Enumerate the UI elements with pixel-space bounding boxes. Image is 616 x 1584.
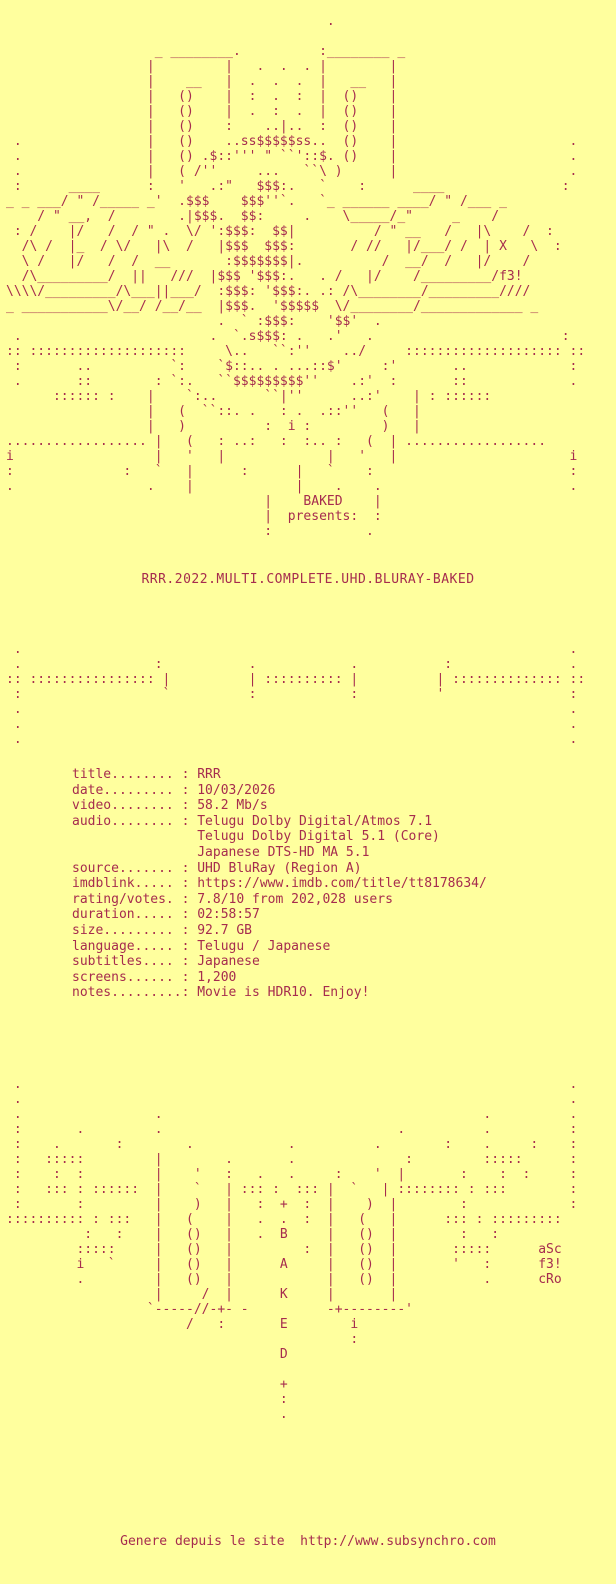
release-name: RRR.2022.MULTI.COMPLETE.UHD.BLURAY-BAKED — [141, 572, 475, 587]
ascii-divider-art: . . . : . . : . :: :::::::::::::::: | | … — [6, 642, 586, 747]
site-credit-line: Genere depuis le site http://www.subsync… — [120, 1533, 496, 1549]
ascii-footer-art: . . . . . . — [6, 1076, 578, 1422]
release-info-block: title........ : RRR date......... : 10/0… — [72, 767, 487, 1001]
ascii-header-art: . _ ________. :________ _ | | . . . | | … — [6, 14, 586, 539]
